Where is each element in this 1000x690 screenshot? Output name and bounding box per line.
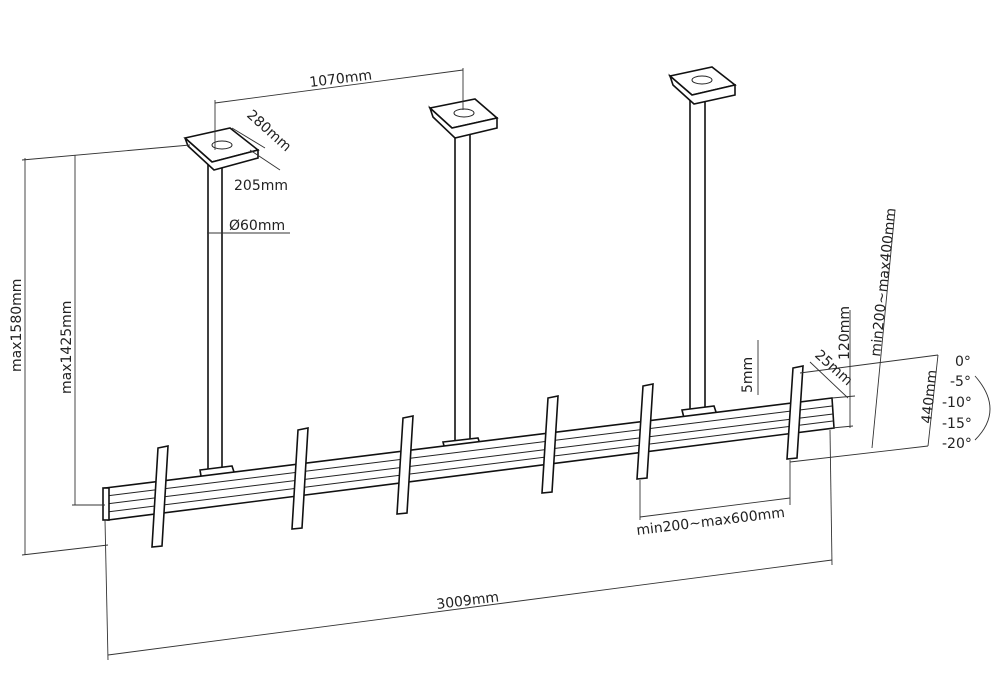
tilt-angle: -10° (942, 395, 972, 411)
rail-height-label: 120mm (837, 306, 853, 360)
bracket-height-label: 440mm (919, 369, 941, 424)
plate-width-label: 205mm (234, 178, 288, 194)
pole-spacing-label: 1070mm (309, 67, 373, 91)
tilt-angle: -20° (942, 436, 972, 452)
total-width-label: 3009mm (436, 589, 500, 613)
dimension-lines (21, 68, 991, 661)
pole-diameter-label: Ø60mm (229, 218, 285, 234)
tilt-angle: -5° (950, 374, 971, 390)
tilt-angle: -15° (942, 416, 972, 432)
horizontal-spacing-label: min200~max600mm (636, 505, 786, 539)
vertical-spacing-label: min200~max400mm (868, 207, 900, 357)
mounting-rail (102, 397, 835, 521)
tilt-angle-list: 0° -5° -10° -15° -20° (942, 354, 972, 452)
tilt-brackets (151, 365, 804, 548)
pole-3 (668, 66, 737, 423)
vertical-adjust-label: 5mm (740, 357, 756, 393)
max-total-height-label: max1580mm (9, 279, 25, 372)
tilt-angle: 0° (955, 354, 971, 370)
pole-1 (183, 127, 260, 483)
max-pole-height-label: max1425mm (59, 301, 75, 394)
pole-2 (428, 98, 499, 455)
